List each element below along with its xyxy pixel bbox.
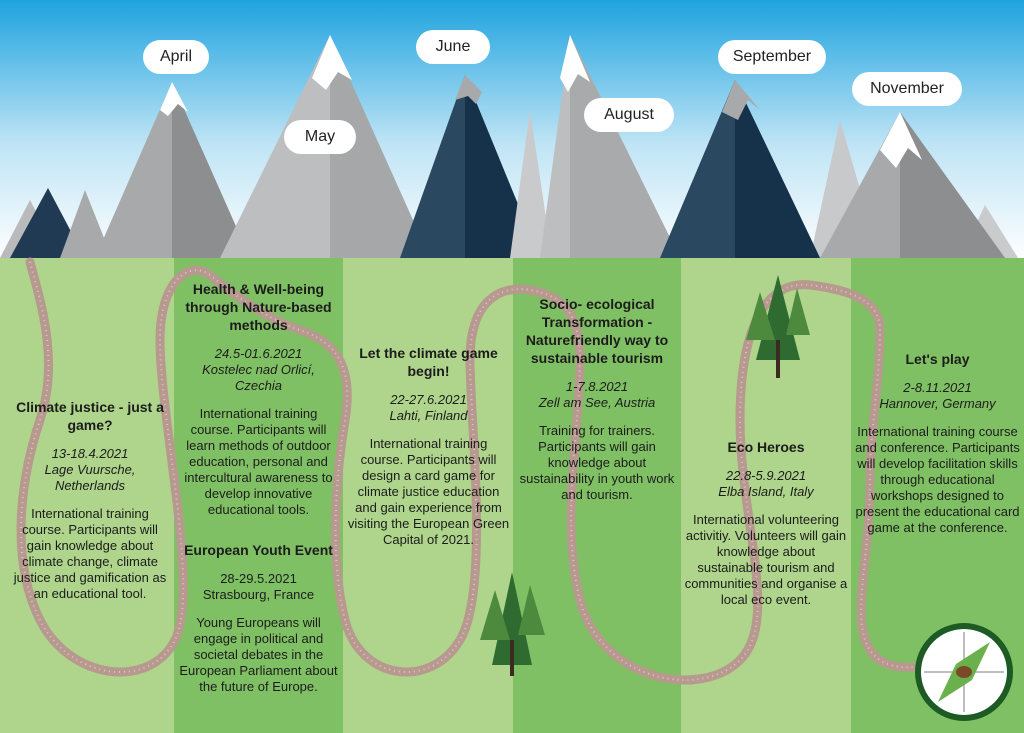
- event-play: Let's play 2-8.11.2021 Hannover, Germany…: [855, 350, 1020, 536]
- event-title: Climate justice - just a game?: [16, 399, 164, 433]
- event-description: International training course. Participa…: [184, 406, 333, 517]
- event-description: International volunteering activitiy. Vo…: [684, 512, 848, 607]
- month-august: August: [584, 98, 674, 132]
- event-youth: European Youth Event 28-29.5.2021 Strasb…: [177, 541, 340, 695]
- month-april: April: [143, 40, 209, 74]
- event-description: International training course. Participa…: [13, 506, 167, 601]
- event-dates: 28-29.5.2021: [220, 571, 297, 586]
- event-title: Socio- ecological Transformation - Natur…: [525, 296, 669, 366]
- month-june: June: [416, 30, 490, 64]
- event-place: Lage Vuursche, Netherlands: [44, 462, 136, 493]
- event-climate-game: Let the climate game begin! 22-27.6.2021…: [347, 344, 510, 548]
- event-place: Lahti, Finland: [389, 408, 468, 423]
- mountains: [0, 35, 1018, 258]
- event-dates: 1-7.8.2021: [565, 379, 629, 394]
- event-place: Elba Island, Italy: [718, 484, 814, 499]
- month-may: May: [284, 120, 356, 154]
- event-description: Training for trainers. Participants will…: [519, 423, 675, 502]
- compass-icon: [915, 623, 1013, 721]
- event-title: Let the climate game begin!: [359, 345, 498, 379]
- event-title: European Youth Event: [184, 542, 333, 558]
- month-november: November: [852, 72, 962, 106]
- month-september: September: [718, 40, 826, 74]
- event-title: Eco Heroes: [727, 439, 805, 455]
- event-title: Let's play: [905, 351, 970, 367]
- event-description: International training course and confer…: [855, 424, 1020, 535]
- event-place: Strasbourg, France: [202, 587, 315, 602]
- event-health: Health & Well-being through Nature-based…: [177, 280, 340, 518]
- event-dates: 22-27.6.2021: [390, 392, 467, 407]
- event-place: Kostelec nad Orlicí, Czechia: [202, 362, 315, 393]
- event-dates: 2-8.11.2021: [903, 380, 972, 395]
- event-socio: Socio- ecological Transformation - Natur…: [515, 295, 679, 503]
- event-description: International training course. Participa…: [347, 436, 510, 547]
- tree-icon: [480, 572, 545, 676]
- event-dates: 24.5-01.6.2021: [214, 346, 303, 361]
- event-place: Zell am See, Austria: [538, 395, 656, 410]
- event-title: Health & Well-being through Nature-based…: [185, 281, 332, 333]
- event-climate-justice: Climate justice - just a game? 13-18.4.2…: [8, 398, 172, 602]
- event-dates: 22.8-5.9.2021: [725, 468, 807, 483]
- event-dates: 13-18.4.2021: [51, 446, 129, 461]
- tree-icon: [746, 275, 810, 378]
- event-eco: Eco Heroes 22.8-5.9.2021 Elba Island, It…: [684, 438, 848, 608]
- event-description: Young Europeans will engage in political…: [179, 615, 338, 694]
- event-place: Hannover, Germany: [879, 396, 996, 411]
- month-columns: [0, 258, 1024, 733]
